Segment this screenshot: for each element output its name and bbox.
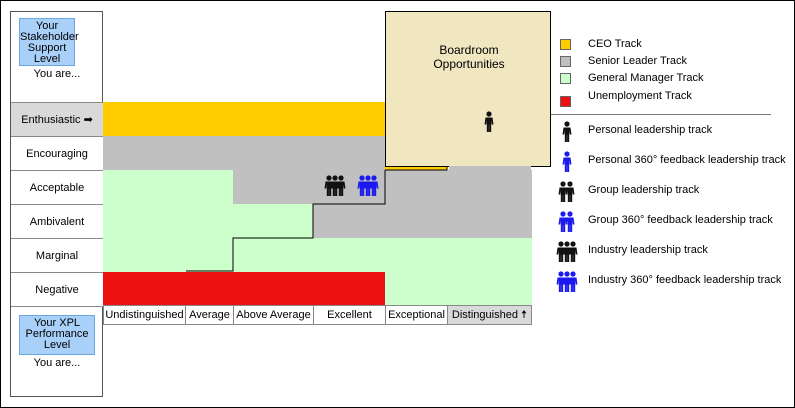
single-person-black-icon [562,121,572,142]
up-arrow-icon: 🠅 [521,308,528,321]
legend-label-group-360: Group 360° feedback leadership track [588,214,773,226]
two-people-blue-icon [557,211,575,233]
three-people-black-icon [323,175,347,197]
gm-zone-negative [385,272,532,305]
right-arrow-icon: ➡ [83,114,93,126]
two-people-black-icon [557,181,575,203]
legend-label-group: Group leadership track [588,184,700,196]
stakeholder-support-title: Your Stakeholder Support Level [20,20,79,65]
senior-zone-ambivalent [313,204,385,238]
senior-zone-encouraging [103,136,385,170]
legend-divider [551,114,771,115]
legend-label-senior: Senior Leader Track [588,55,688,67]
col-label-undistinguished: Undistinguished [103,305,186,325]
legend-swatch-senior [560,56,571,67]
single-person-blue-icon [562,151,572,172]
legend-label-industry-360: Industry 360° feedback leadership track [588,274,782,286]
legend-swatch-gm [560,73,571,84]
legend-swatch-unemployment [560,96,571,107]
senior-zone-right [385,170,532,238]
boardroom-title: Boardroom Opportunities [433,43,505,71]
performance-level-title: Your XPL Performance Level [25,317,89,351]
gm-zone-left [103,170,233,272]
row-label-encouraging: Encouraging [11,136,103,170]
three-people-blue-icon [356,175,380,197]
boardroom-step-fill [449,166,531,170]
col-label-exceptional: Exceptional [385,305,448,325]
legend-label-personal-360: Personal 360° feedback leadership track [588,154,786,166]
legend-label-ceo: CEO Track [588,38,642,50]
row-label-enthusiastic: Enthusiastic ➡ [11,102,103,136]
performance-level-box: Your XPL Performance Level [19,315,95,355]
boardroom-opportunities-box: Boardroom Opportunities [385,11,551,167]
col-label-above-average: Above Average [233,305,314,325]
row-label-negative: Negative [11,272,103,307]
legend-swatch-ceo [560,39,571,50]
unemployment-zone [103,272,385,305]
legend-label-unemployment: Unemployment Track [588,90,692,102]
row-label-acceptable: Acceptable [11,170,103,204]
col-label-excellent: Excellent [313,305,386,325]
performance-you-are: You are... [33,357,81,369]
senior-zone-acceptable [233,170,385,204]
stakeholder-you-are: You are... [33,68,81,80]
legend-label-gm: General Manager Track [588,72,704,84]
three-people-black-icon [555,241,579,263]
row-label-marginal: Marginal [11,238,103,272]
stakeholder-support-box: Your Stakeholder Support Level [19,18,79,66]
legend-label-personal: Personal leadership track [588,124,713,136]
legend-label-industry: Industry leadership track [588,244,708,256]
single-person-black-icon [484,111,494,132]
three-people-blue-icon [555,271,579,293]
col-label-average: Average [185,305,234,325]
col-label-distinguished: Distinguished 🠅 [447,305,532,325]
ceo-zone-top [103,102,385,136]
row-label-ambivalent: Ambivalent [11,204,103,238]
gm-zone-marginal [313,238,532,272]
